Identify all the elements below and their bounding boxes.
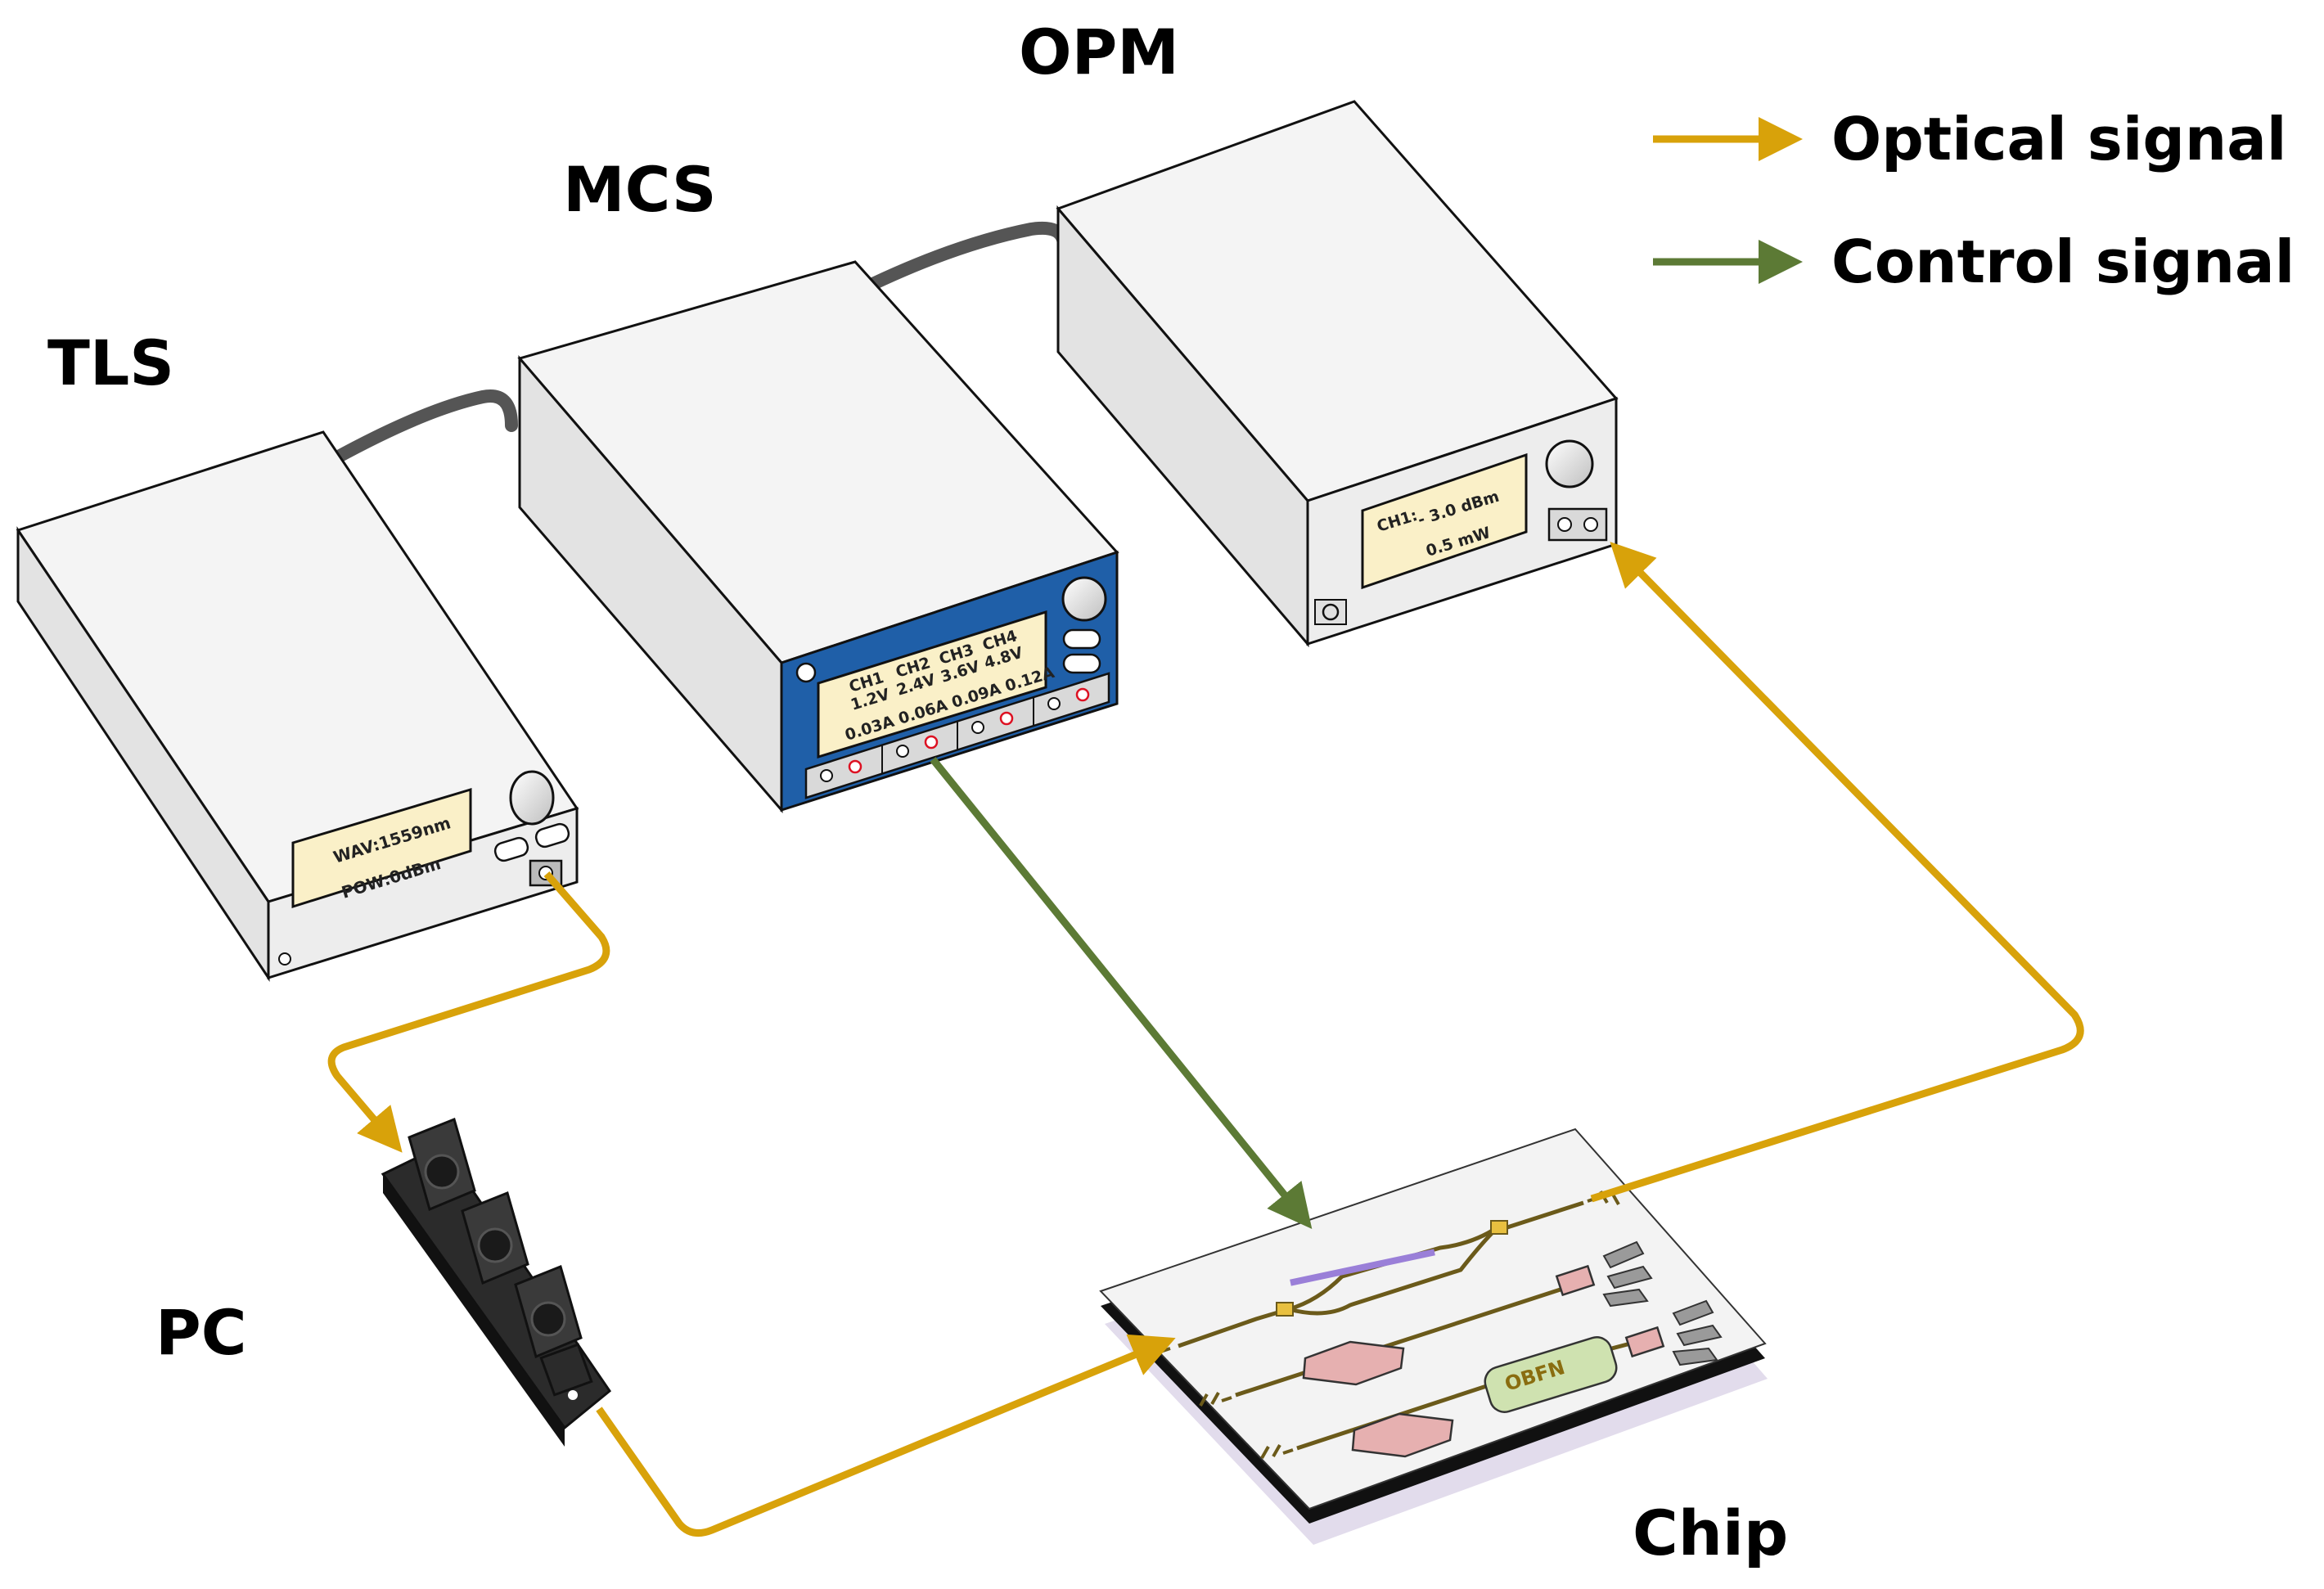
mcs-button — [1062, 653, 1101, 674]
optical-path-tls-pc — [327, 871, 610, 1153]
cable-mcs-opm — [844, 222, 1070, 301]
pc-paddle — [408, 1117, 476, 1212]
optical-path-chip-opm — [1590, 542, 2084, 1203]
tls-button — [493, 836, 529, 862]
cable-tls-mcs — [329, 389, 518, 465]
opm-power-icon — [1322, 603, 1340, 621]
label-chip: Chip — [1633, 1497, 1788, 1569]
opm-power-button — [1314, 599, 1347, 625]
mcs-button — [1062, 628, 1101, 650]
tls-instrument: WAV:1559nm POW:0dBm — [16, 430, 579, 982]
label-mcs: MCS — [563, 153, 717, 226]
legend-control-label: Control signal — [1831, 227, 2295, 296]
polarization-controller — [381, 1117, 612, 1447]
label-pc: PC — [155, 1296, 246, 1369]
opm-instrument: CH1: - 3.0 dBm 0.5 mW — [1056, 100, 1619, 648]
chip-hex — [1351, 1412, 1454, 1458]
opm-knob-icon — [1545, 439, 1594, 488]
tls-knob-icon — [509, 770, 555, 826]
control-path-mcs-chip — [930, 757, 1313, 1230]
legend-optical-label: Optical signal — [1831, 105, 2286, 173]
pc-paddle — [461, 1191, 529, 1285]
chip-surface — [1099, 1128, 1767, 1510]
mcs-instrument: CH1 CH2 CH3 CH4 1.2V 2.4V 3.6V 4.8V 0.03… — [517, 260, 1119, 814]
opm-screen — [1361, 452, 1528, 590]
label-tls: TLS — [47, 326, 174, 399]
tls-power-icon — [278, 952, 291, 966]
optical-path-pc-chip — [596, 1334, 1176, 1537]
tls-screen — [291, 787, 472, 909]
obfn-block — [1484, 1336, 1618, 1413]
legend: Optical signal Control signal — [1653, 105, 2295, 296]
tls-button — [534, 822, 570, 849]
chip-hex — [1302, 1340, 1405, 1386]
pc-paddle — [514, 1264, 583, 1359]
chip: OBFN — [1099, 1128, 1768, 1545]
mcs-power-icon — [795, 662, 817, 683]
mcs-screen — [817, 610, 1047, 759]
mcs-knob-icon — [1061, 576, 1107, 622]
label-opm: OPM — [1019, 16, 1179, 88]
